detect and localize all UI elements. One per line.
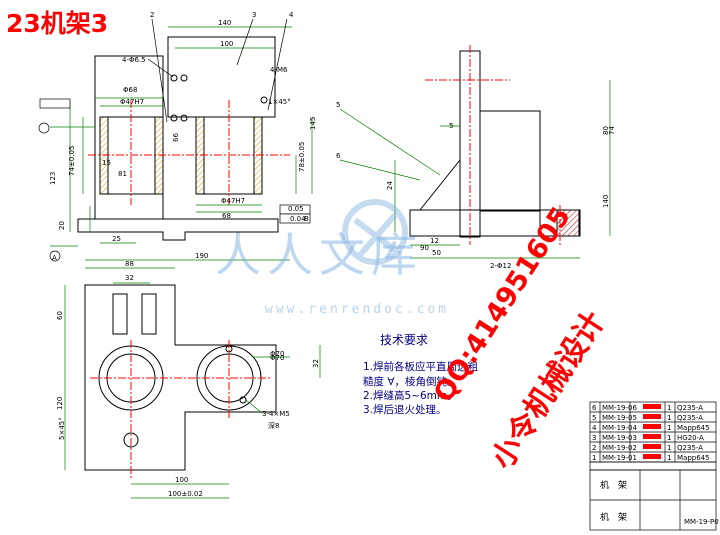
bom-row-qty: 1 — [667, 424, 672, 432]
top-view-dimension: 60 — [56, 311, 64, 320]
side-view-dimension: 24 — [386, 181, 394, 190]
side-view-dimension: 80 — [602, 126, 610, 135]
side-view-dimension: 6 — [336, 152, 341, 160]
front-view-dimension: 145 — [309, 117, 317, 130]
top-view-dimension: 120 — [56, 397, 64, 410]
front-view-dimension: 78±0.05 — [298, 142, 306, 172]
bom-row-material: Mapp645 — [677, 424, 710, 432]
front-view — [77, 36, 290, 241]
bom-row-qty: 1 — [667, 454, 672, 462]
side-view-dimension: 12 — [430, 237, 439, 245]
bom-row-material: Mapp645 — [677, 454, 710, 462]
side-view-dimension: 140 — [602, 195, 610, 208]
bom-row-material: Q235-A — [677, 444, 704, 452]
bom-row-qty: 1 — [667, 404, 672, 412]
side-view — [409, 45, 581, 245]
top-view-dimension: Φ70 — [270, 354, 284, 362]
front-view-dimension: Φ47H7 — [120, 98, 144, 106]
bom-row-material: Q235-A — [677, 404, 704, 412]
drawing-title: 23机架3 — [6, 9, 109, 38]
front-view-dimension: 74±0.05 — [68, 146, 76, 176]
watermark-logo — [342, 199, 408, 265]
bom-row-code: MM-19-03 — [602, 434, 637, 442]
bom-row-material: Q235-A — [677, 414, 704, 422]
bom-row-qty: 1 — [667, 414, 672, 422]
front-view-dimension: B — [304, 215, 309, 223]
title-block — [589, 401, 717, 531]
part-balloon-label: 4 — [289, 11, 294, 19]
top-view-dimension: Φ70 — [270, 350, 284, 358]
front-view-dimension: 25 — [112, 235, 121, 243]
part-balloon-label: 3 — [252, 11, 256, 19]
bom-row-qty: 1 — [667, 444, 672, 452]
top-view-dimension: 100 — [175, 476, 188, 484]
part-name-bottom: 机 架 — [600, 513, 628, 523]
side-view-dimension: 5 — [449, 122, 453, 130]
tech-requirements-heading: 技术要求 — [380, 333, 429, 347]
front-view-dimension: 81 — [118, 170, 127, 178]
part-name-top: 机 架 — [600, 481, 628, 491]
top-view-dimension: 88 — [125, 260, 134, 268]
front-view-dimension: Φ68 — [123, 86, 137, 94]
side-view-dimension: 90 — [420, 244, 429, 252]
bom-row-code: MM-19-06 — [602, 404, 637, 412]
front-view-dimension: Φ47H7 — [221, 197, 245, 205]
bom-row-material: HG20-A — [677, 434, 704, 442]
side-view-dimension: 5 — [336, 101, 340, 109]
front-view-dimension: 123 — [49, 172, 57, 185]
bom-row-code: MM-19-01 — [602, 454, 637, 462]
top-view-dimension: 100±0.02 — [168, 490, 203, 498]
front-view-dimension: 0.05 — [288, 205, 304, 213]
drawing-number: MM-19-P0 — [684, 518, 719, 526]
tech-requirement-line: 3.焊后退火处理。 — [363, 404, 447, 416]
bom-row-code: MM-19-04 — [602, 424, 637, 432]
top-view-dimension: 190 — [195, 252, 208, 260]
watermark-text: 人人文库 — [215, 228, 423, 282]
top-view-dimension: 深8 — [268, 421, 279, 430]
tech-requirement-line: 2.焊缝高5~6mm。 — [363, 390, 458, 402]
bom-row-no: 3 — [592, 434, 597, 442]
bom-row-qty: 1 — [667, 434, 672, 442]
top-view-dimension: 32 — [312, 359, 320, 368]
side-view-dimension: 2-Φ12 — [490, 262, 511, 270]
front-view-dimension: 20 — [58, 221, 66, 230]
side-view-dimension: 74 — [608, 126, 616, 135]
front-view-dimension: 1×45° — [268, 98, 291, 106]
side-view-dimension: 50 — [432, 249, 441, 257]
front-view-dimension: 4-Φ6.5 — [122, 56, 146, 64]
bom-row-no: 2 — [592, 444, 597, 452]
front-view-dimension: 68 — [222, 212, 231, 220]
tech-requirement-line: 1.焊前各板应平直周边粗 — [363, 361, 479, 373]
front-view-dimension: 0.04 — [290, 215, 306, 223]
front-view-dimension: 66 — [172, 133, 180, 142]
tech-requirement-line: 糙度 ∀，棱角倒钝。 — [363, 376, 458, 388]
front-view-dimension: 15 — [102, 159, 111, 167]
bom-row-no: 5 — [592, 414, 597, 422]
bom-row-code: MM-19-02 — [602, 444, 637, 452]
top-view-dimension: 5×45° — [58, 417, 66, 440]
bom-row-no: 4 — [592, 424, 597, 432]
top-view-dimension: 3-4×M5 — [262, 410, 290, 418]
top-view — [84, 284, 277, 480]
bom-row-code: MM-19-05 — [602, 414, 637, 422]
bom-row-no: 1 — [592, 454, 597, 462]
watermark-url: www.renrendoc.com — [265, 302, 450, 317]
front-view-dimension: 4-M6 — [270, 66, 288, 74]
front-view-dimension: 140 — [218, 19, 231, 27]
front-view-dimension: 100 — [220, 40, 233, 48]
top-view-dimension: 32 — [125, 274, 134, 282]
part-balloon-label: 2 — [150, 11, 154, 19]
front-view-dimension: A — [52, 254, 57, 262]
bom-row-no: 6 — [592, 404, 597, 412]
